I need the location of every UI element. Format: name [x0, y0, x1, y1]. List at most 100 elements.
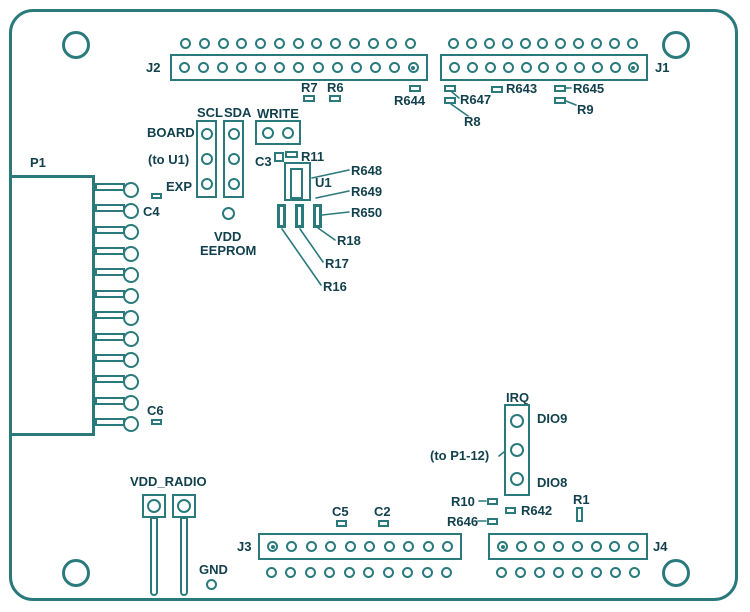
- pin: [515, 541, 527, 552]
- j1-outer-pin-row: [448, 38, 638, 49]
- pin: [312, 62, 324, 73]
- pin: [262, 126, 274, 139]
- label-r642: R642: [521, 503, 553, 518]
- r10-resistor: [487, 498, 498, 505]
- pin: [95, 266, 139, 283]
- pin: [369, 62, 381, 73]
- label-c3: C3: [255, 154, 272, 169]
- c3-capacitor: [274, 152, 284, 162]
- pin: [331, 62, 343, 73]
- pin: [403, 541, 415, 552]
- pin: [382, 567, 394, 578]
- label-r18: R18: [337, 233, 361, 248]
- j3-connector: [258, 533, 462, 560]
- c5-capacitor: [336, 520, 347, 527]
- pin: [95, 245, 139, 262]
- pin: [236, 62, 248, 73]
- c4-capacitor: [151, 193, 162, 199]
- pin: [407, 62, 419, 73]
- mounting-hole-bottom-left: [62, 559, 90, 587]
- label-r16: R16: [323, 279, 347, 294]
- pin: [285, 567, 297, 578]
- label-j4: J4: [653, 539, 668, 554]
- j4-outer-pin-row: [496, 567, 640, 578]
- pin: [95, 395, 139, 412]
- pin: [292, 38, 304, 49]
- pin: [626, 38, 638, 49]
- scl-jumper-column: [196, 120, 217, 198]
- mounting-hole-top-left: [62, 31, 90, 59]
- label-c4: C4: [143, 204, 160, 219]
- pin: [95, 309, 139, 326]
- pin: [402, 567, 414, 578]
- pin: [449, 62, 460, 73]
- pin: [255, 62, 267, 73]
- pin: [325, 541, 337, 552]
- label-to-p1-12: (to P1-12): [430, 448, 490, 463]
- label-r645: R645: [573, 81, 605, 96]
- pin: [501, 38, 513, 49]
- pin: [553, 567, 564, 578]
- pin: [217, 62, 229, 73]
- pin: [266, 567, 277, 578]
- label-irq: IRQ: [506, 390, 530, 405]
- label-dio9: DIO9: [537, 411, 568, 426]
- pin: [519, 38, 531, 49]
- pin: [502, 62, 514, 73]
- pin: [440, 567, 452, 578]
- pin: [465, 38, 477, 49]
- pin: [574, 62, 586, 73]
- r646-resistor: [487, 518, 498, 525]
- label-vdd-radio: VDD_RADIO: [130, 474, 207, 489]
- irq-jumper-column: [504, 404, 530, 496]
- pin: [293, 62, 305, 73]
- pin: [629, 567, 640, 578]
- r642-resistor: [505, 507, 516, 514]
- r18-resistor: [313, 204, 322, 228]
- r7-resistor: [303, 95, 315, 102]
- pin: [267, 541, 278, 552]
- pin: [515, 567, 526, 578]
- label-exp: EXP: [166, 179, 193, 194]
- label-r646: R646: [447, 514, 479, 529]
- pin: [95, 331, 139, 348]
- c6-capacitor: [151, 419, 162, 425]
- label-r650: R650: [351, 205, 383, 220]
- pin: [198, 62, 210, 73]
- pin: [227, 152, 240, 165]
- mounting-hole-bottom-right: [662, 559, 690, 587]
- pin: [304, 567, 316, 578]
- r11-resistor: [285, 151, 298, 158]
- pin: [556, 62, 568, 73]
- pin: [282, 126, 294, 139]
- label-gnd: GND: [199, 562, 228, 577]
- board-outline: [9, 9, 738, 601]
- pin: [591, 38, 603, 49]
- pin: [95, 352, 139, 369]
- label-r649: R649: [351, 184, 383, 199]
- r644-resistor: [409, 85, 421, 92]
- label-r9: R9: [577, 102, 594, 117]
- pin: [534, 541, 546, 552]
- pin: [496, 567, 507, 578]
- pin: [95, 181, 139, 198]
- r9-resistor: [554, 97, 566, 104]
- label-r647: R647: [460, 92, 492, 107]
- label-c5: C5: [332, 504, 349, 519]
- j3-outer-pin-row: [266, 567, 452, 578]
- pin: [466, 62, 478, 73]
- pin: [510, 442, 524, 457]
- write-jumper: [255, 120, 301, 145]
- pin: [448, 38, 459, 49]
- pin: [484, 62, 496, 73]
- pin: [383, 541, 395, 552]
- pin: [95, 224, 139, 241]
- r17-resistor: [295, 204, 304, 228]
- pin: [627, 541, 639, 552]
- j1-connector: [440, 54, 648, 81]
- pin: [311, 38, 323, 49]
- pin: [95, 202, 139, 219]
- r8-resistor: [444, 97, 456, 104]
- vdd-radio-pin-2: [180, 517, 188, 596]
- pin: [627, 62, 639, 73]
